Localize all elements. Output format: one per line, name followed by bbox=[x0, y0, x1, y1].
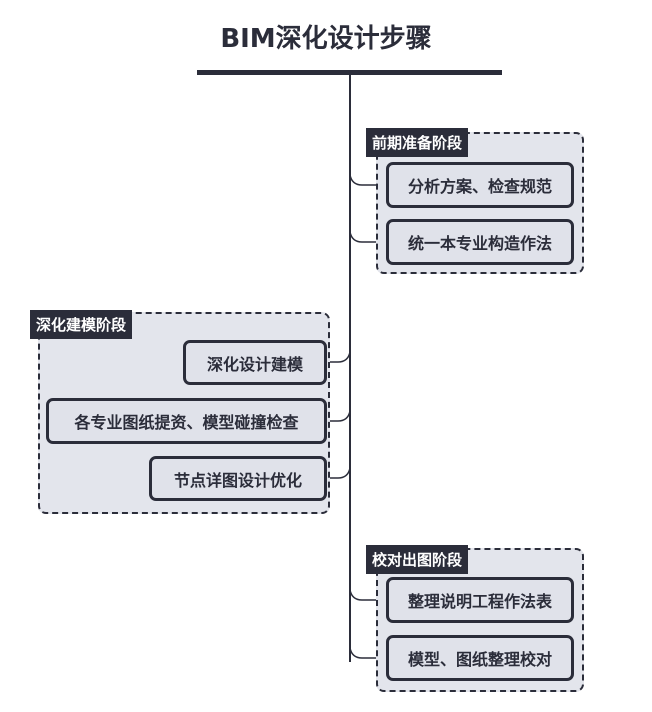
main-trunk-line bbox=[349, 74, 351, 662]
node[interactable]: 深化设计建模 bbox=[183, 340, 327, 385]
connector bbox=[349, 231, 386, 243]
node[interactable]: 统一本专业构造作法 bbox=[386, 219, 574, 265]
connector bbox=[326, 467, 351, 479]
node[interactable]: 整理说明工程作法表 bbox=[386, 577, 574, 623]
diagram-title: BIM深化设计步骤 bbox=[220, 24, 432, 54]
title-underline bbox=[197, 70, 502, 75]
connector bbox=[326, 410, 351, 422]
node[interactable]: 节点详图设计优化 bbox=[149, 456, 327, 501]
group-label: 深化建模阶段 bbox=[30, 310, 133, 339]
connector bbox=[349, 647, 386, 659]
group-label: 校对出图阶段 bbox=[366, 545, 469, 574]
node[interactable]: 模型、图纸整理校对 bbox=[386, 635, 574, 681]
node[interactable]: 分析方案、检查规范 bbox=[386, 162, 574, 208]
connector bbox=[349, 589, 386, 601]
connector bbox=[349, 174, 386, 186]
node[interactable]: 各专业图纸提资、模型碰撞检查 bbox=[46, 398, 327, 444]
connector bbox=[326, 351, 351, 363]
group-label: 前期准备阶段 bbox=[366, 128, 469, 157]
